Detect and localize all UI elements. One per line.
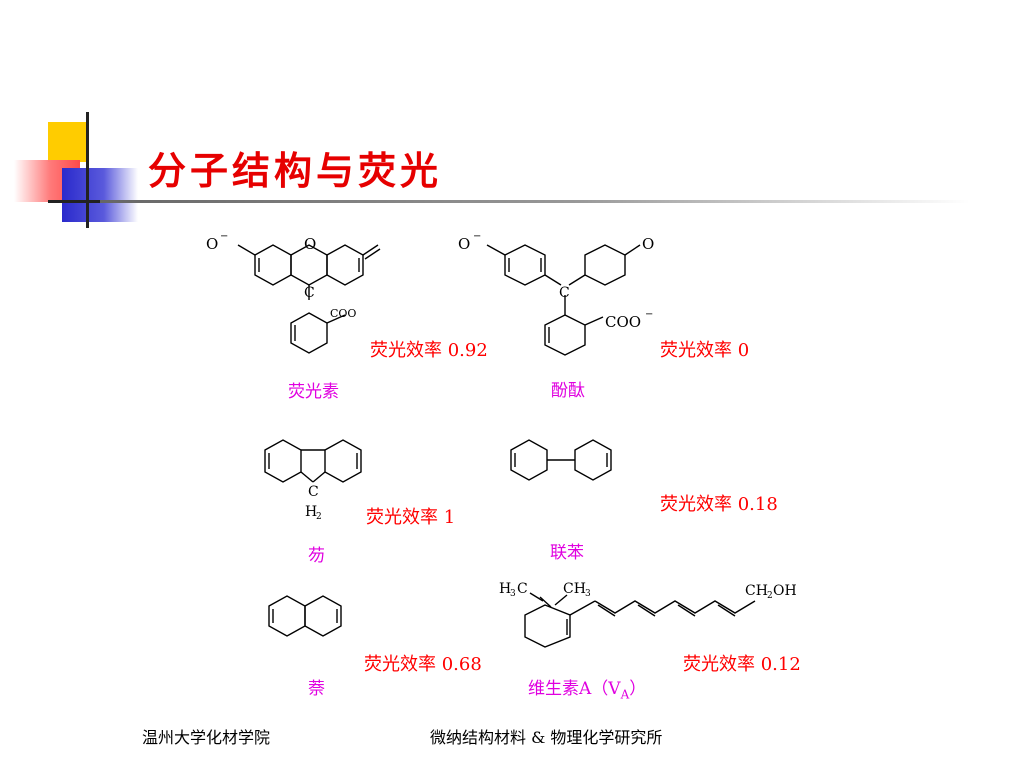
biphenyl-name: 联苯 <box>550 543 584 563</box>
fluorescein-efficiency: 荧光效率 0.92 <box>370 340 488 361</box>
svg-text:3: 3 <box>510 589 516 599</box>
naphthalene-efficiency: 荧光效率 0.68 <box>364 654 482 675</box>
svg-text:−: − <box>220 231 228 242</box>
svg-text:H: H <box>499 581 511 597</box>
footer-right: 微纳结构材料 & 物理化学研究所 <box>430 728 663 747</box>
vitamin-a-name-main: 维生素A（V <box>528 679 621 699</box>
vitamin-a-name-subscript: A <box>620 687 630 702</box>
deco-blue-square <box>62 168 138 222</box>
phenolphthalein-name: 酚酞 <box>551 381 585 401</box>
svg-text:H: H <box>305 504 317 520</box>
svg-text:−: − <box>645 309 653 320</box>
svg-text:3: 3 <box>585 589 591 599</box>
svg-text:COO: COO <box>605 313 641 331</box>
fluorene-name: 芴 <box>308 546 325 566</box>
svg-text:OH: OH <box>773 583 797 599</box>
biphenyl-efficiency: 荧光效率 0.18 <box>660 494 778 515</box>
svg-text:O: O <box>304 235 316 253</box>
vitamin-a-efficiency: 荧光效率 0.12 <box>683 654 801 675</box>
svg-text:O: O <box>206 235 218 253</box>
svg-text:O: O <box>458 235 470 253</box>
fluorescein-name: 荧光素 <box>288 382 339 402</box>
svg-text:COO: COO <box>330 307 356 320</box>
svg-text:2: 2 <box>316 512 322 522</box>
naphthalene-structure <box>268 595 342 637</box>
svg-text:C: C <box>517 581 528 597</box>
naphthalene-name: 萘 <box>308 679 325 699</box>
svg-text:−: − <box>473 231 481 242</box>
svg-text:CH: CH <box>563 581 586 597</box>
fluorene-efficiency: 荧光效率 1 <box>366 507 456 528</box>
slide-title: 分子结构与荧光 <box>148 148 443 193</box>
biphenyl-structure <box>510 439 612 481</box>
svg-text:O: O <box>642 235 654 253</box>
deco-vertical-line <box>86 112 89 228</box>
title-rule <box>100 200 970 203</box>
svg-text:C: C <box>559 285 570 301</box>
phenolphthalein-structure: O − O C COO − <box>458 231 654 356</box>
vitamin-a-name-end: ） <box>629 679 647 699</box>
deco-horizontal-line <box>48 200 108 203</box>
phenolphthalein-efficiency: 荧光效率 0 <box>660 340 750 361</box>
svg-text:2: 2 <box>767 591 773 601</box>
vitamin-a-name: 维生素A（VA） <box>528 674 646 701</box>
footer-left: 温州大学化材学院 <box>142 728 271 747</box>
svg-text:C: C <box>304 285 315 301</box>
svg-text:CH: CH <box>745 583 768 599</box>
fluorene-structure: C H 2 <box>264 439 362 522</box>
svg-text:C: C <box>308 484 319 500</box>
fluorescein-structure: O − O C COO <box>206 231 381 354</box>
vitamin-a-structure: H 3 C CH 3 CH 2 OH <box>499 581 797 648</box>
deco-yellow-square <box>48 122 88 162</box>
